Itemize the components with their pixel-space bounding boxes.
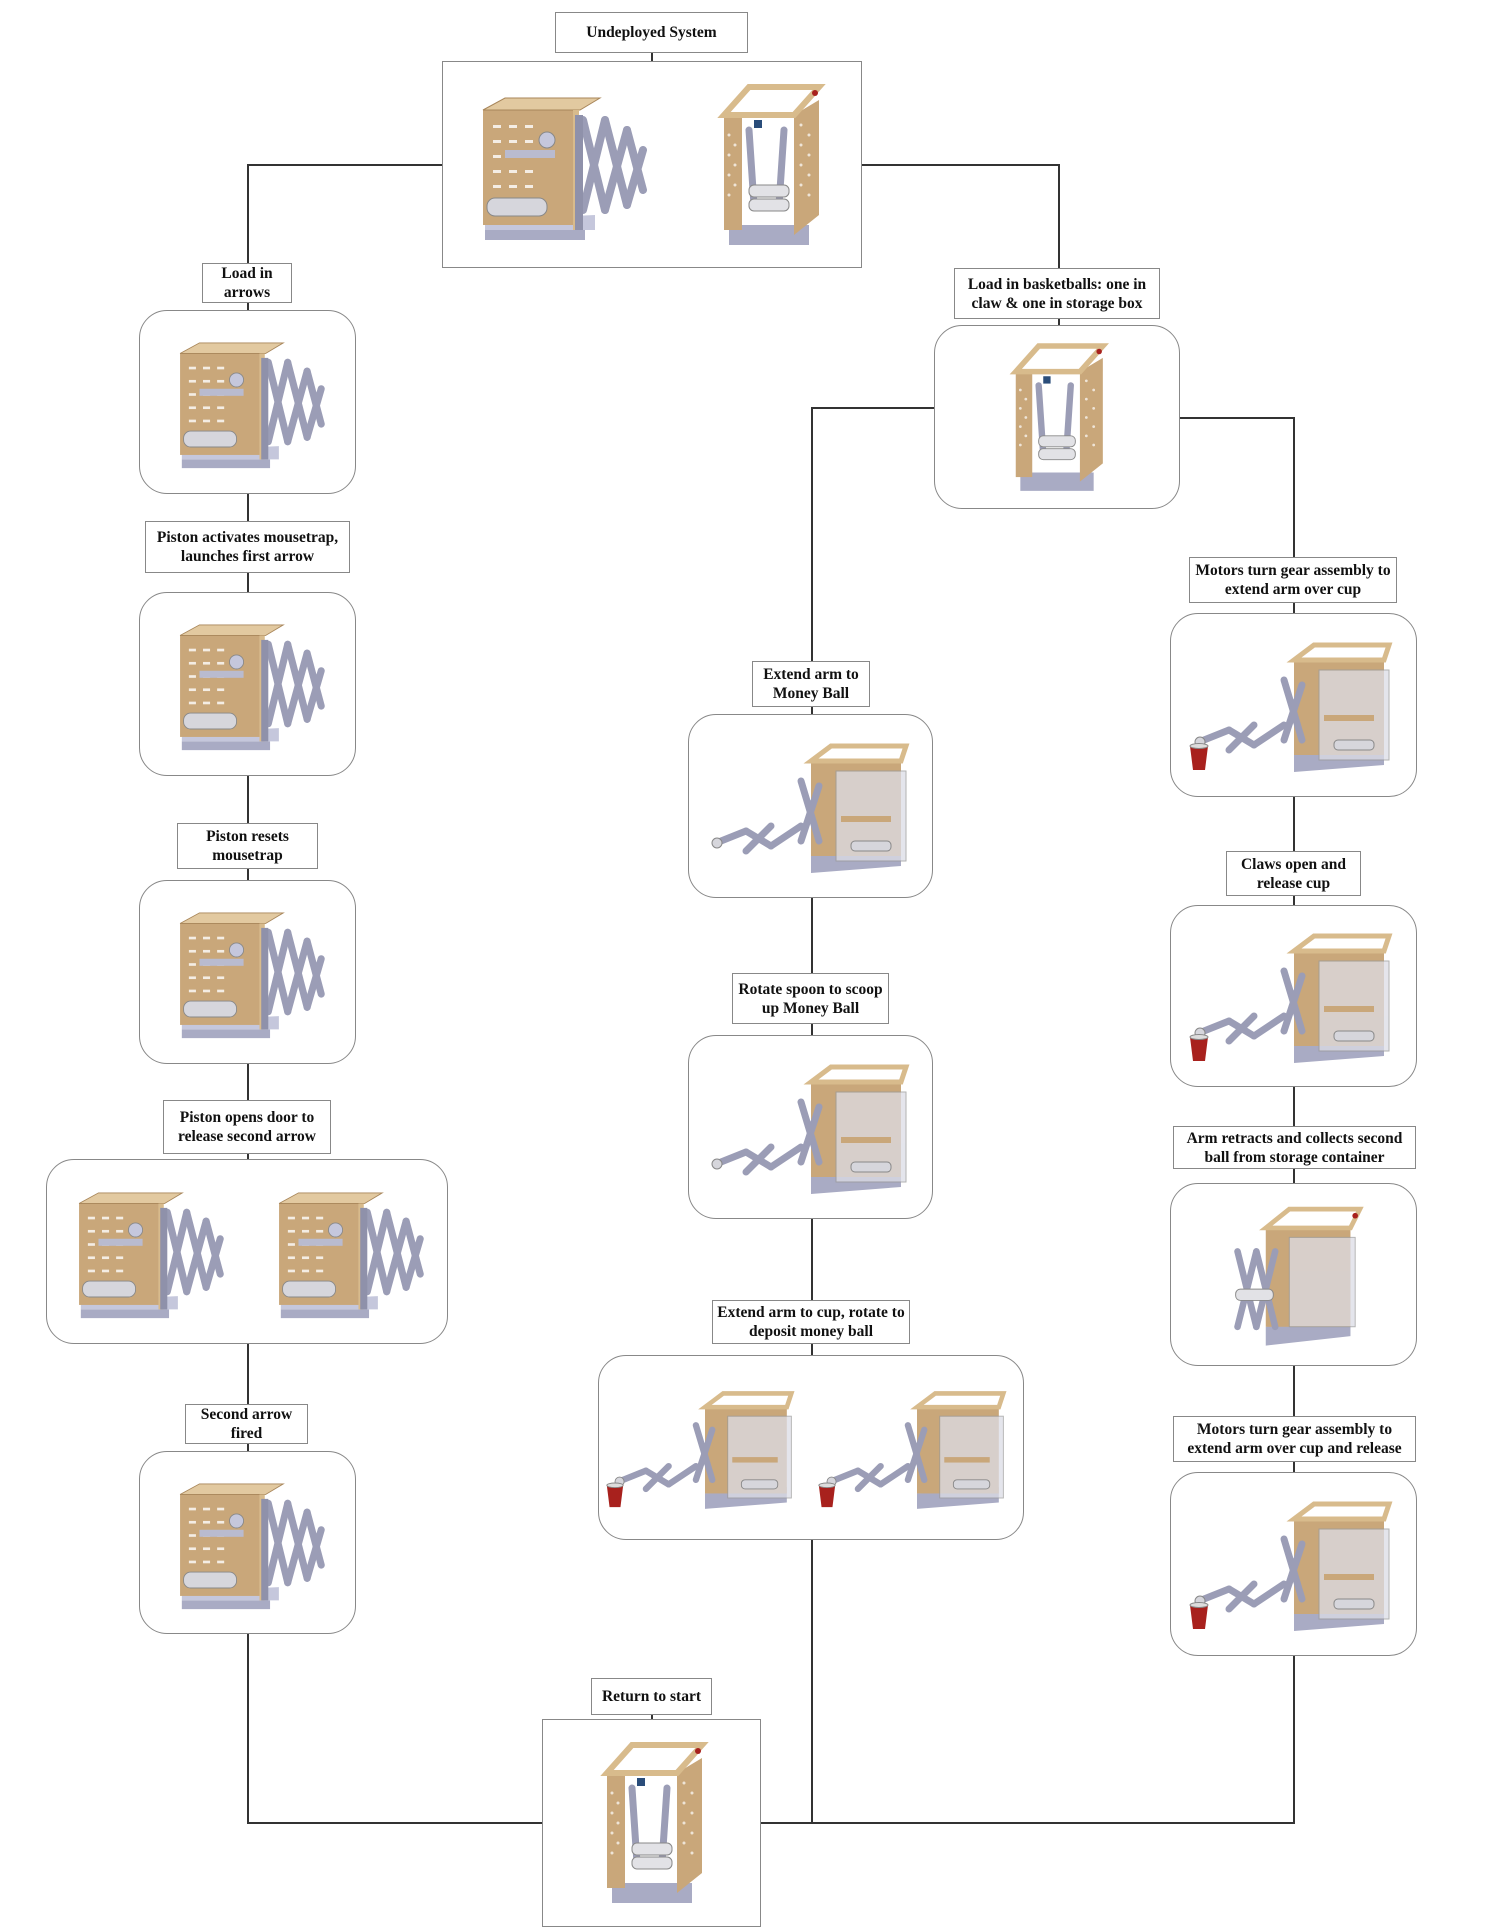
robot-scissor-arm (57, 1177, 237, 1327)
robot-extended-arm-cup (1179, 921, 1409, 1071)
step-label-piston-activates: Piston activates mousetrap, launches fir… (145, 521, 350, 573)
robot-extended-arm (701, 1052, 921, 1202)
connector (812, 407, 934, 409)
step-image-motors-release (1170, 1472, 1417, 1656)
connector (1293, 417, 1295, 1824)
robot-scissor-arm (257, 1177, 437, 1327)
robot-extended-arm-cup (605, 1373, 805, 1523)
robot-scissor-arm (158, 609, 338, 759)
step-label-piston-resets: Piston resets mousetrap (177, 823, 318, 869)
robot-extended-arm (701, 731, 921, 881)
robot-scissor-arm (158, 897, 338, 1047)
step-image-piston-activates (139, 592, 356, 776)
step-image-return-to-start (542, 1719, 761, 1927)
robot-retracted (1214, 1195, 1374, 1355)
connector (1180, 417, 1295, 419)
robot-front-view (992, 335, 1122, 500)
step-image-undeployed (442, 61, 862, 268)
connector (861, 164, 1060, 166)
robot-front-view (699, 75, 839, 255)
connector (651, 52, 653, 62)
connector (1058, 164, 1060, 326)
step-label-rotate-spoon: Rotate spoon to scoop up Money Ball (732, 973, 889, 1024)
robot-scissor-arm (158, 327, 338, 477)
connector (651, 1714, 653, 1720)
step-label-motors-release: Motors turn gear assembly to extend arm … (1173, 1416, 1416, 1462)
step-image-load-arrows (139, 310, 356, 494)
robot-extended-arm-cup (1179, 630, 1409, 780)
step-label-second-arrow-fired: Second arrow fired (185, 1404, 308, 1444)
robot-extended-arm-cup (817, 1373, 1017, 1523)
step-label-piston-opens-door: Piston opens door to release second arro… (163, 1100, 331, 1154)
step-label-return-to-start: Return to start (591, 1678, 712, 1715)
step-label-extend-arm-cup: Extend arm to cup, rotate to deposit mon… (712, 1300, 910, 1344)
step-label-undeployed: Undeployed System (555, 12, 748, 53)
step-label-arm-retracts: Arm retracts and collects second ball fr… (1173, 1126, 1416, 1169)
step-label-extend-money-ball: Extend arm to Money Ball (752, 661, 870, 707)
step-image-extend-money-ball (688, 714, 933, 898)
step-label-load-basketballs: Load in basketballs: one in claw & one i… (954, 268, 1160, 319)
robot-side-view (465, 80, 655, 250)
robot-front-view (582, 1728, 722, 1918)
step-image-piston-resets (139, 880, 356, 1064)
step-image-motors-extend (1170, 613, 1417, 797)
step-image-rotate-spoon (688, 1035, 933, 1219)
step-label-claws-open: Claws open and release cup (1226, 851, 1361, 896)
step-label-load-arrows: Load in arrows (202, 263, 292, 303)
step-image-arm-retracts (1170, 1183, 1417, 1366)
robot-scissor-arm (158, 1468, 338, 1618)
connector (248, 1822, 1295, 1824)
step-image-piston-opens-door (46, 1159, 448, 1344)
step-image-second-arrow-fired (139, 1451, 356, 1634)
step-image-extend-arm-cup (598, 1355, 1024, 1540)
step-label-motors-extend: Motors turn gear assembly to extend arm … (1189, 557, 1397, 603)
connector (248, 164, 442, 166)
step-image-load-basketballs (934, 325, 1180, 509)
robot-extended-arm-cup (1179, 1489, 1409, 1639)
step-image-claws-open (1170, 905, 1417, 1087)
